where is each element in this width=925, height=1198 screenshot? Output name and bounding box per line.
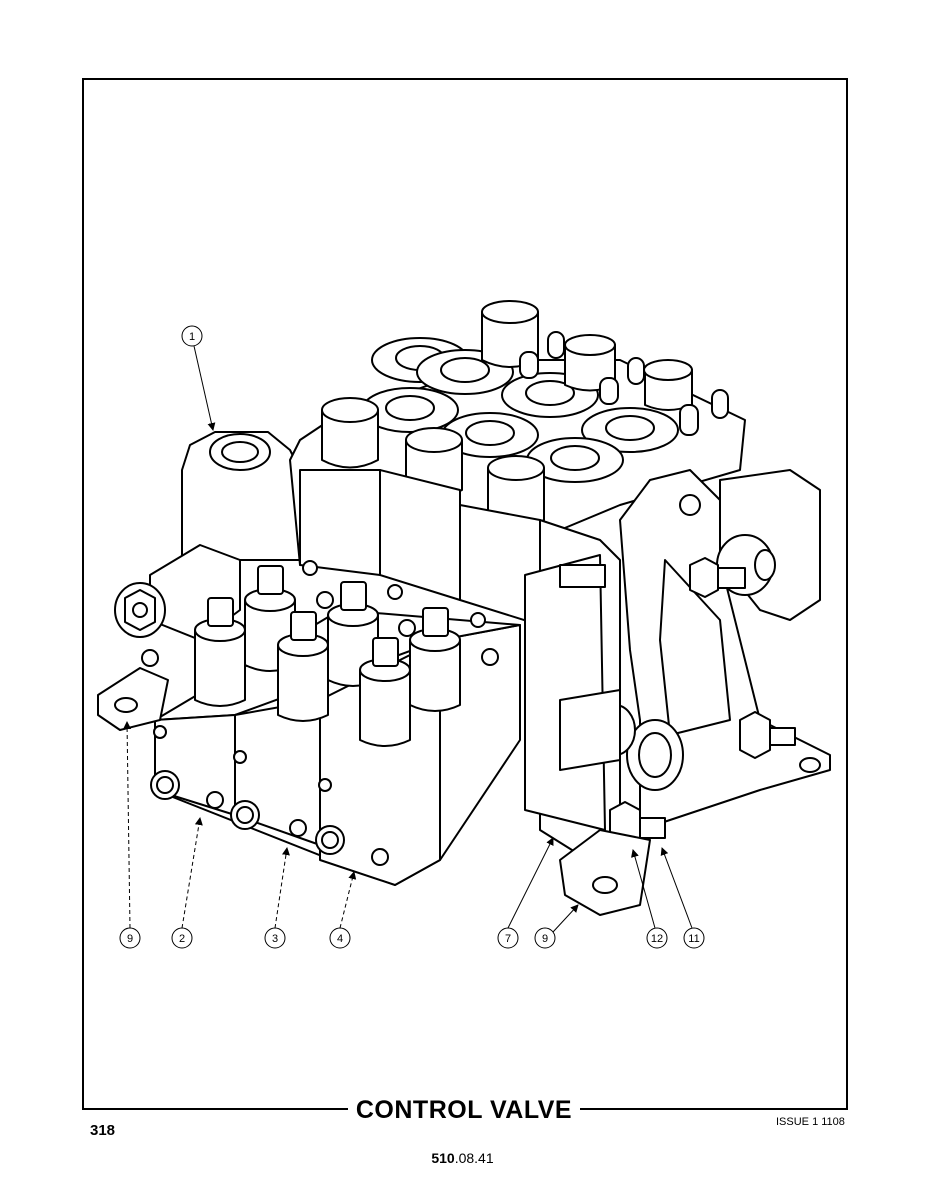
callout-4: 4 <box>329 927 351 949</box>
callout-9-left: 9 <box>119 927 141 949</box>
svg-text:9: 9 <box>127 933 133 945</box>
svg-text:1: 1 <box>189 331 195 343</box>
issue-label: ISSUE 1 1108 <box>776 1116 845 1128</box>
svg-text:9: 9 <box>542 933 548 945</box>
callout-3: 3 <box>264 927 286 949</box>
page-title: CONTROL VALVE <box>348 1096 580 1125</box>
reference-rest: .08.41 <box>454 1150 494 1166</box>
page-number: 318 <box>90 1122 116 1139</box>
callout-12: 12 <box>646 927 668 949</box>
callout-2: 2 <box>171 927 193 949</box>
svg-text:11: 11 <box>688 933 699 945</box>
svg-text:2: 2 <box>179 933 185 945</box>
valve-illustration <box>97 300 831 916</box>
callout-7: 7 <box>497 927 519 949</box>
callout-9-right: 9 <box>534 927 556 949</box>
callout-1: 1 <box>181 325 203 347</box>
svg-text:12: 12 <box>651 933 663 945</box>
svg-text:4: 4 <box>337 933 343 945</box>
callout-11: 11 <box>683 927 705 949</box>
reference-number: 510.08.41 <box>0 1150 925 1166</box>
reference-bold: 510 <box>431 1150 455 1166</box>
title-bar: CONTROL VALVE <box>82 1094 848 1128</box>
svg-text:7: 7 <box>505 933 511 945</box>
svg-text:3: 3 <box>272 933 278 945</box>
